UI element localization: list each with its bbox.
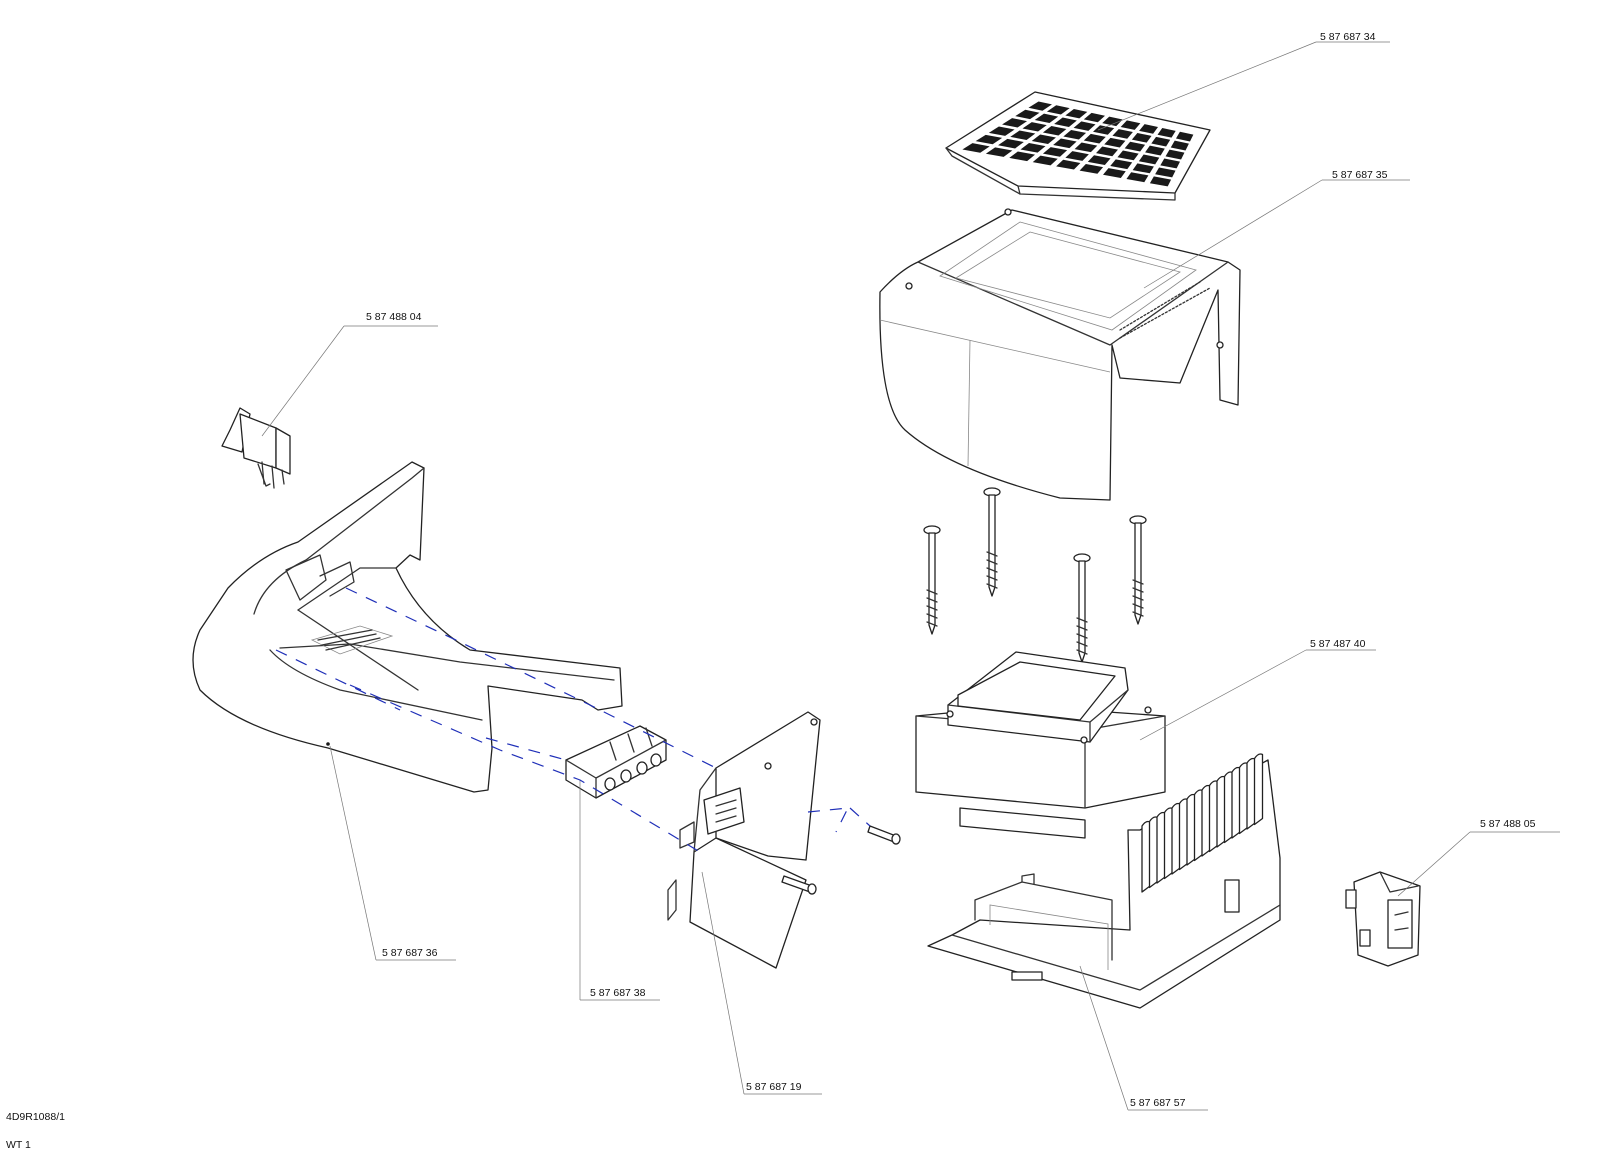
cooling-fin [1216,775,1226,848]
cooling-fin [1253,753,1264,826]
label-circuit-board: 5 87 687 19 [746,1081,802,1093]
label-base-chassis: 5 87 687 57 [1130,1097,1186,1109]
grid-cell [1096,146,1118,157]
grid-cell [1032,155,1058,166]
grid-cell [1031,134,1056,145]
screw [923,525,941,635]
grid-cell [962,143,990,153]
rocker-switch-part [221,325,438,489]
grid-cell [1132,163,1154,174]
grid-cell [1124,141,1146,152]
grid-cell [975,134,1003,145]
grid-cell [1083,133,1106,144]
grid-cell [1002,118,1028,128]
assembly-guide-lines [275,587,871,853]
grid-cell [1104,137,1126,148]
grid-cell [1138,154,1160,165]
grid-cell [1034,113,1059,124]
grid-cell [1110,159,1133,170]
label-power-inlet: 5 87 488 05 [1480,818,1536,830]
cooling-fin [1208,780,1219,853]
grid-cell [1145,145,1165,156]
grid-cell [985,147,1013,157]
cooling-fin [1141,820,1151,893]
grid-cell [1074,142,1098,153]
screw [1073,553,1091,663]
grid-cell [1065,151,1089,161]
grid-cell [1165,149,1185,160]
grid-cell [1170,140,1189,151]
grid-cell [1063,129,1087,140]
grid-cell [1053,138,1077,149]
grid-cell [998,138,1024,149]
label-transformer: 5 87 487 40 [1310,638,1366,650]
drawing-footer: 4D9R1088/1 WT 1 [6,1111,65,1151]
grid-cell [1065,109,1088,119]
power-inlet-part [1345,831,1560,967]
cooling-fin [1178,798,1189,871]
grid-cell [1093,125,1115,135]
label-front-housing: 5 87 687 36 [382,947,438,959]
grid-cell [1028,101,1052,111]
cooling-fin [1246,757,1256,830]
label-top-cover: 5 87 687 35 [1332,169,1388,181]
grid-cell [1155,167,1176,178]
grid-cell [1083,112,1105,123]
grid-cell [1056,159,1081,170]
label-grid-panel: 5 87 687 34 [1320,31,1376,43]
cooling-fin [1148,816,1159,889]
grid-cell [1102,116,1123,127]
grid-cell [1175,131,1194,142]
grid-cell [1087,155,1111,166]
grid-cell [1015,109,1040,120]
cooling-fin [1186,793,1196,866]
grid-cell [1160,158,1180,169]
cooling-fin [1156,811,1166,884]
grid-cell [1079,163,1104,174]
grid-cell [1042,126,1067,136]
front-housing-part [192,461,623,961]
cooling-fin [1163,807,1174,880]
grid-cell [1022,122,1047,132]
transformer-part [915,649,1376,839]
drawing-id: 4D9R1088/1 [6,1111,65,1123]
grid-cell [1149,176,1172,187]
screw [1129,515,1147,625]
cooling-fin [1171,802,1181,875]
part-labels: 5 87 687 34 5 87 687 35 5 87 488 04 5 87… [366,31,1536,1109]
grid-cell [1073,121,1096,131]
label-terminal-block: 5 87 687 38 [590,987,646,999]
grid-cell [988,126,1015,136]
cooling-fin [1238,762,1249,835]
cooling-fin [1231,766,1241,839]
grid-cell [1042,147,1068,157]
grid-cell [1010,130,1036,140]
label-rocker-switch: 5 87 488 04 [366,311,422,323]
grid-cell [1054,117,1077,127]
base-chassis-part [927,753,1281,1111]
grid-cell [1151,136,1171,147]
grid-cell [1126,172,1149,183]
terminal-block-part [565,725,667,1001]
sheet-code: WT 1 [6,1139,31,1151]
cooling-fin [1193,789,1204,862]
grid-cell [1120,120,1141,130]
grid-cell [1046,105,1070,115]
grid-cell [1117,150,1139,161]
top-cover-part [879,179,1410,501]
grid-cell [1157,127,1176,138]
grid-cell [1112,129,1133,139]
grid-cell [1103,168,1126,178]
grid-cell [1139,124,1159,134]
cooling-fin [1201,784,1211,857]
grid-cell [1009,151,1036,162]
grid-cell [1020,142,1046,153]
grid-cell [1131,132,1152,143]
circuit-board-part [667,711,901,1095]
screw [983,487,1001,597]
screws-part [923,487,1147,663]
grid-panel-part [945,41,1390,201]
cooling-fin [1223,771,1234,844]
